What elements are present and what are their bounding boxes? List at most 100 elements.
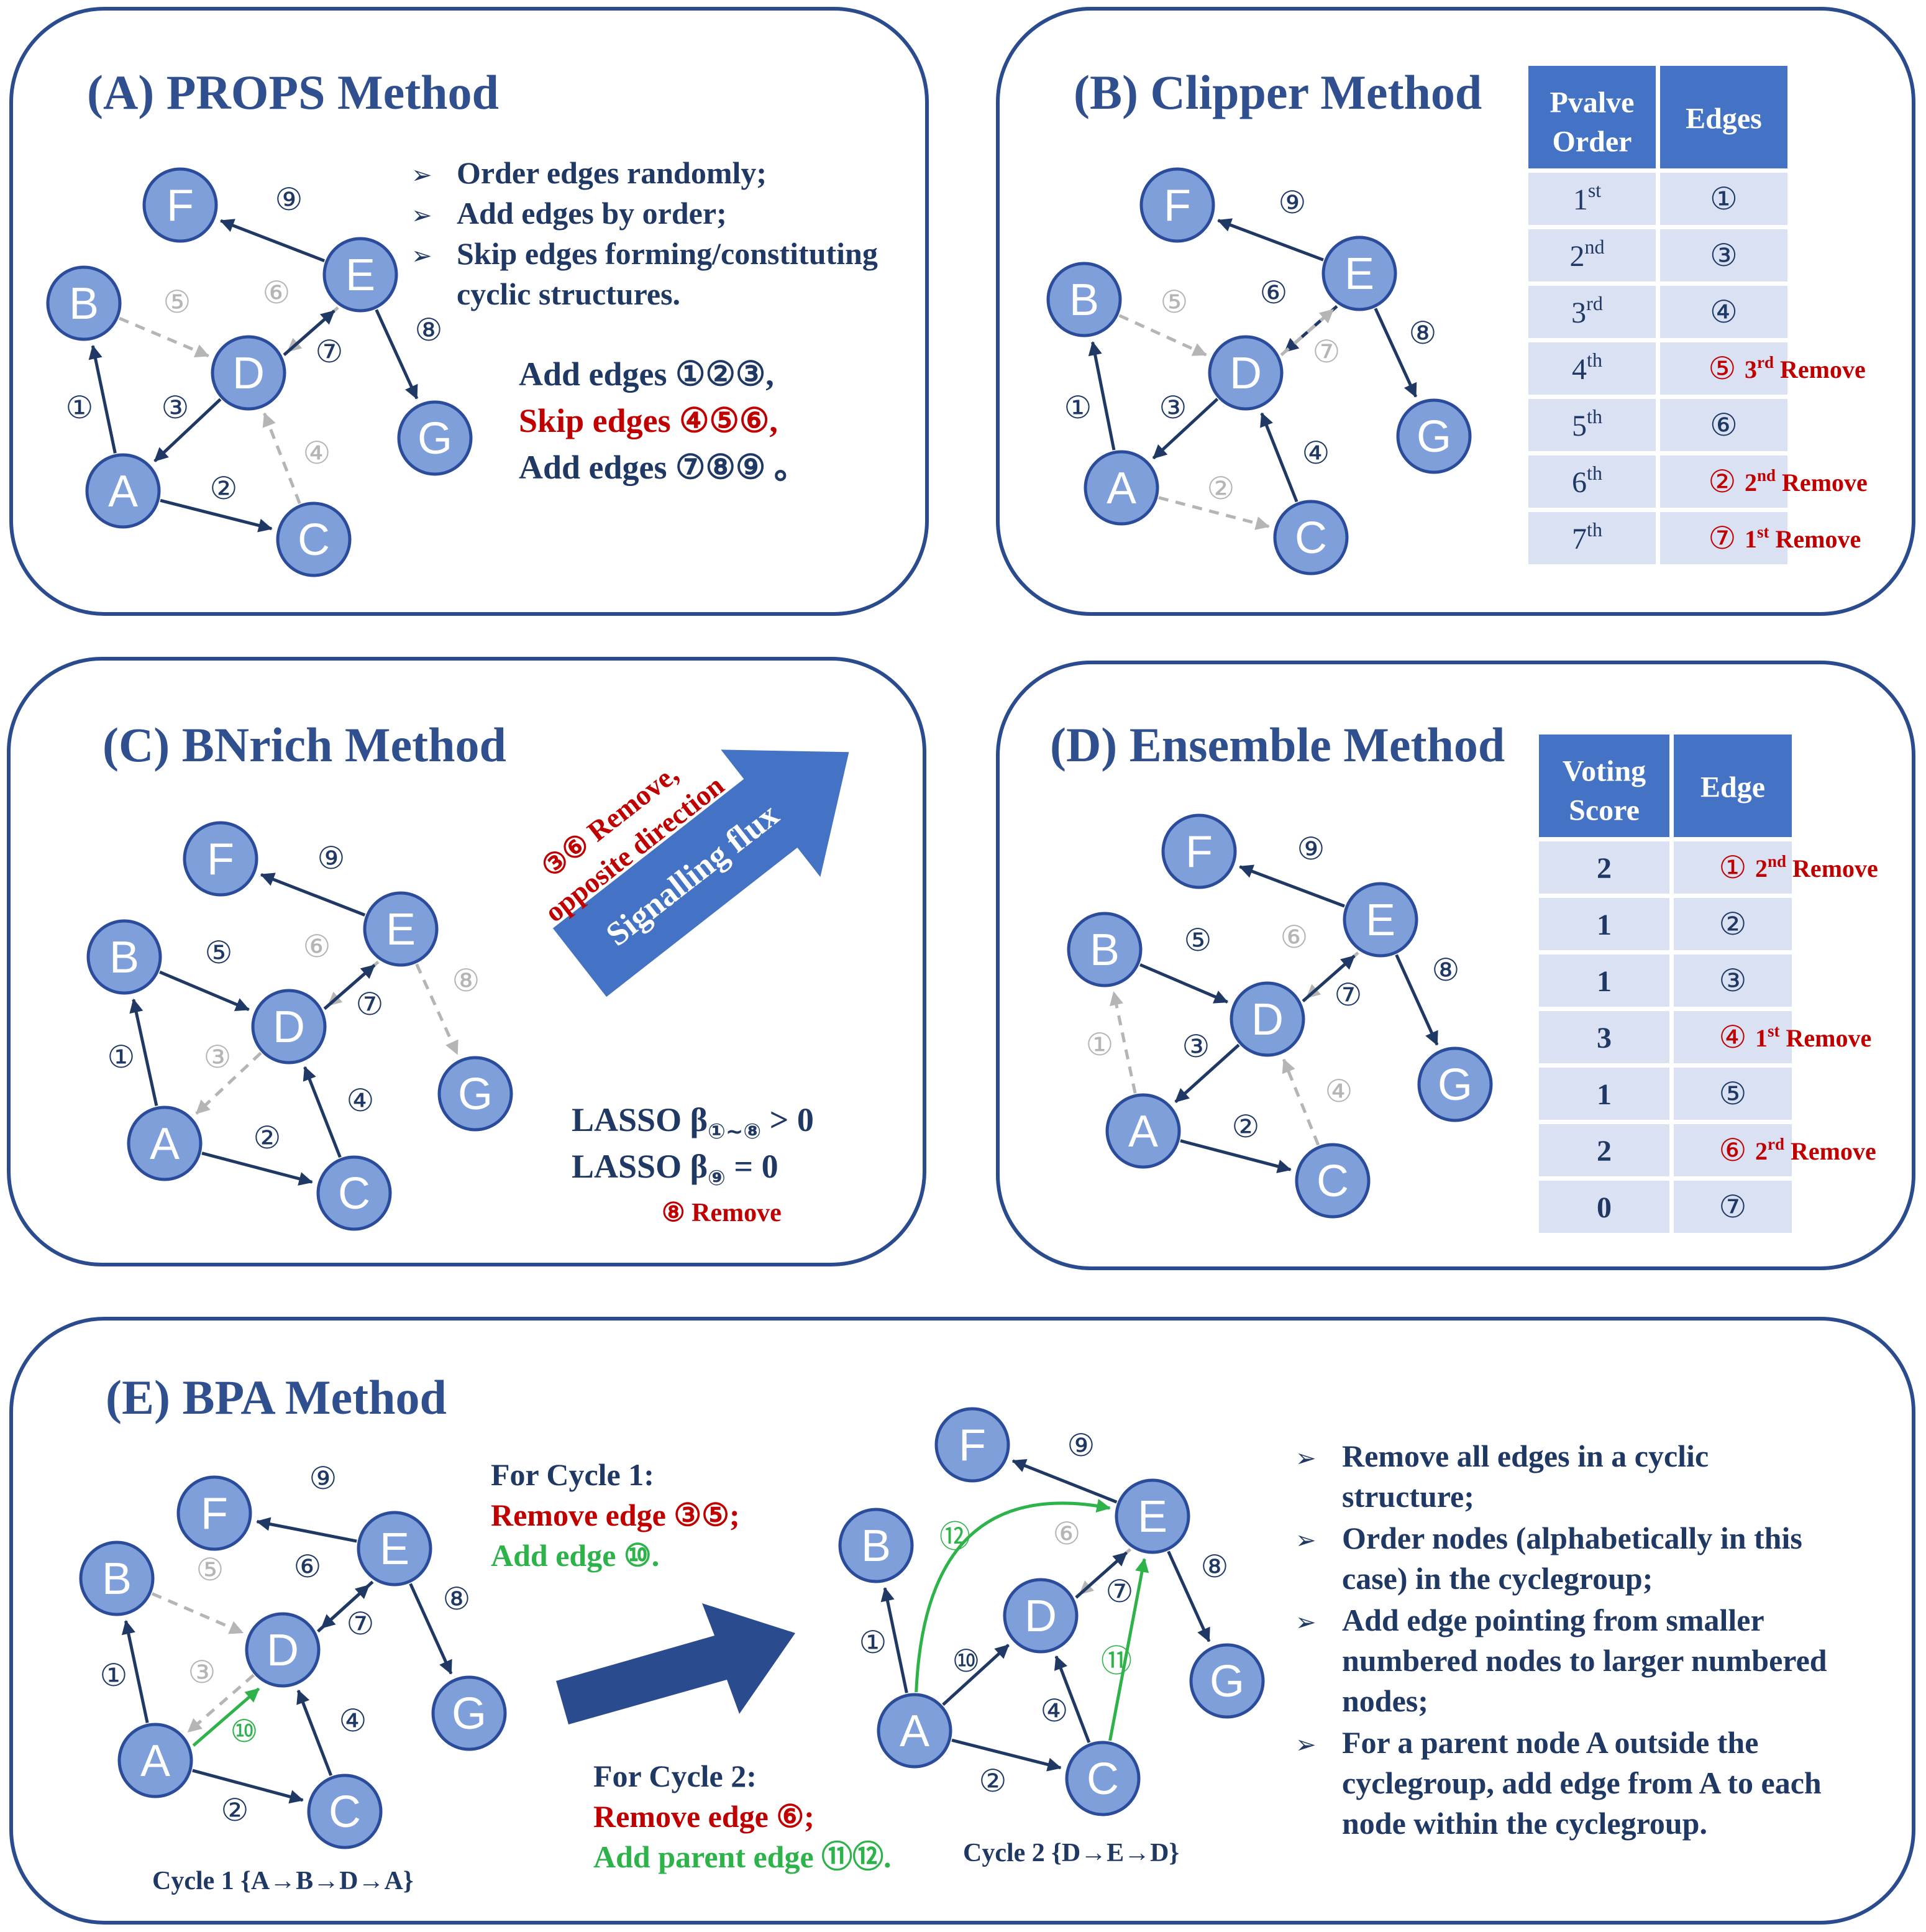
table-row-cell bbox=[1674, 1124, 1792, 1176]
table-row-cell bbox=[1674, 1181, 1792, 1233]
order-sup: th bbox=[1587, 349, 1602, 371]
edge-label-1: ① bbox=[859, 1624, 887, 1660]
remove-text: Remove bbox=[1776, 469, 1868, 497]
edge-cell: ③ bbox=[1710, 237, 1738, 273]
lasso-1-pre: LASSO β bbox=[572, 1101, 708, 1138]
cycle1-remove: Remove edge ③⑤; bbox=[491, 1498, 740, 1532]
node-label-E: E bbox=[1138, 1492, 1167, 1542]
edge-2 bbox=[1158, 496, 1270, 530]
score-cell: 0 bbox=[1597, 1191, 1612, 1224]
edge-cell: ④ bbox=[1710, 294, 1738, 330]
table-row-cell bbox=[1660, 512, 1787, 564]
remove-text: Remove bbox=[1769, 525, 1861, 553]
edge-cell: ④ bbox=[1719, 1019, 1747, 1055]
node-label-A: A bbox=[900, 1706, 929, 1756]
edge-8 bbox=[1167, 1550, 1211, 1642]
edge-label-5: ⑤ bbox=[205, 935, 233, 971]
remove-sup: nd bbox=[1757, 466, 1776, 485]
node-C bbox=[316, 1155, 392, 1231]
edge-label-9: ⑨ bbox=[317, 840, 345, 876]
edge-label-1: ① bbox=[66, 390, 94, 426]
panel-d-frame bbox=[996, 661, 1915, 1270]
node-label-A: A bbox=[108, 467, 138, 516]
bullet-marker: ➢ bbox=[411, 161, 432, 189]
edge-label-7: ⑦ bbox=[1313, 334, 1341, 370]
table-row-cell bbox=[1539, 1068, 1669, 1120]
edge-label-6: ⑥ bbox=[303, 928, 331, 964]
node-G bbox=[431, 1675, 507, 1751]
table-row-cell bbox=[1528, 512, 1656, 564]
edge-label-4: ④ bbox=[1325, 1073, 1353, 1109]
lasso-1-post: > 0 bbox=[761, 1101, 814, 1138]
table-row-cell bbox=[1539, 841, 1669, 894]
remove-sup: st bbox=[1768, 1022, 1780, 1040]
edge-label-7: ⑦ bbox=[347, 1606, 375, 1642]
table-row-cell bbox=[1528, 229, 1656, 282]
node-A bbox=[877, 1693, 952, 1769]
edge-label-11: ⑪ bbox=[1101, 1643, 1132, 1679]
node-C bbox=[276, 501, 352, 577]
node-D bbox=[1208, 335, 1284, 411]
node-B bbox=[86, 919, 162, 995]
bullet-text: cyclic structures. bbox=[457, 277, 680, 311]
table-header-cell bbox=[1528, 66, 1656, 168]
node-label-G: G bbox=[458, 1069, 493, 1119]
order-cell: 5th bbox=[1572, 405, 1602, 442]
node-A bbox=[117, 1723, 193, 1798]
cycle2-remove: Remove edge ⑥; bbox=[593, 1799, 815, 1834]
table-row-cell bbox=[1539, 1124, 1669, 1176]
table-row-cell bbox=[1660, 342, 1787, 395]
order-num: 3 bbox=[1571, 296, 1586, 329]
node-label-F: F bbox=[167, 181, 194, 231]
node-label-G: G bbox=[418, 414, 452, 464]
flux-arrow-shape bbox=[552, 749, 849, 997]
table-row-cell bbox=[1660, 286, 1787, 338]
node-label-G: G bbox=[1438, 1060, 1472, 1110]
edge-cell: ⑤ bbox=[1719, 1076, 1747, 1112]
edge-cell: ② bbox=[1709, 464, 1737, 500]
lasso-1-sub: ①~⑧ bbox=[708, 1119, 761, 1144]
panel-a-title: (A) PROPS Method bbox=[87, 65, 499, 119]
edge-5 bbox=[151, 1592, 244, 1634]
table-header-2: Edge bbox=[1700, 771, 1765, 804]
table-row-cell bbox=[1539, 1011, 1669, 1063]
score-cell: 2 bbox=[1597, 852, 1612, 885]
edge-label-8: ⑧ bbox=[452, 963, 480, 999]
edge-7 bbox=[1280, 308, 1335, 357]
remove-num: 2 bbox=[1755, 854, 1768, 882]
bullet-text: Order nodes (alphabetically in this bbox=[1342, 1521, 1802, 1555]
table-row-cell bbox=[1528, 399, 1656, 451]
node-label-E: E bbox=[386, 905, 416, 955]
edge-label-5: ⑤ bbox=[1184, 922, 1212, 958]
bullet-marker: ➢ bbox=[1295, 1731, 1317, 1759]
edge-2 bbox=[192, 1769, 304, 1804]
edge-9 bbox=[256, 1517, 357, 1543]
panel-a-add2: Add edges ⑦⑧⑨ 。 bbox=[519, 449, 808, 486]
bullet-marker: ➢ bbox=[1295, 1526, 1317, 1554]
bullet-text: Order edges randomly; bbox=[457, 155, 767, 190]
edge-label-6: ⑥ bbox=[1053, 1516, 1081, 1552]
node-label-D: D bbox=[273, 1002, 305, 1052]
edge-1 bbox=[880, 1587, 908, 1693]
table-row-cell bbox=[1660, 229, 1787, 282]
lasso-2-post: = 0 bbox=[726, 1148, 778, 1185]
node-E bbox=[1115, 1478, 1190, 1554]
order-num: 5 bbox=[1572, 410, 1587, 442]
node-label-F: F bbox=[207, 835, 234, 884]
edge-label-6: ⑥ bbox=[294, 1549, 322, 1585]
node-D bbox=[1003, 1578, 1079, 1654]
bullet-text: numbered nodes to larger numbered bbox=[1342, 1643, 1827, 1678]
edge-label-7: ⑦ bbox=[1335, 977, 1362, 1013]
edge-3 bbox=[1174, 1043, 1240, 1104]
remove-num: 1 bbox=[1745, 525, 1757, 553]
node-F bbox=[1161, 813, 1237, 889]
node-label-D: D bbox=[1230, 349, 1262, 398]
order-sup: th bbox=[1587, 518, 1602, 541]
remove-text: Remove bbox=[1786, 854, 1878, 882]
edge-3 bbox=[187, 1673, 255, 1733]
bullet-text: node within the cyclegroup. bbox=[1342, 1806, 1707, 1841]
node-label-C: C bbox=[1317, 1156, 1349, 1206]
